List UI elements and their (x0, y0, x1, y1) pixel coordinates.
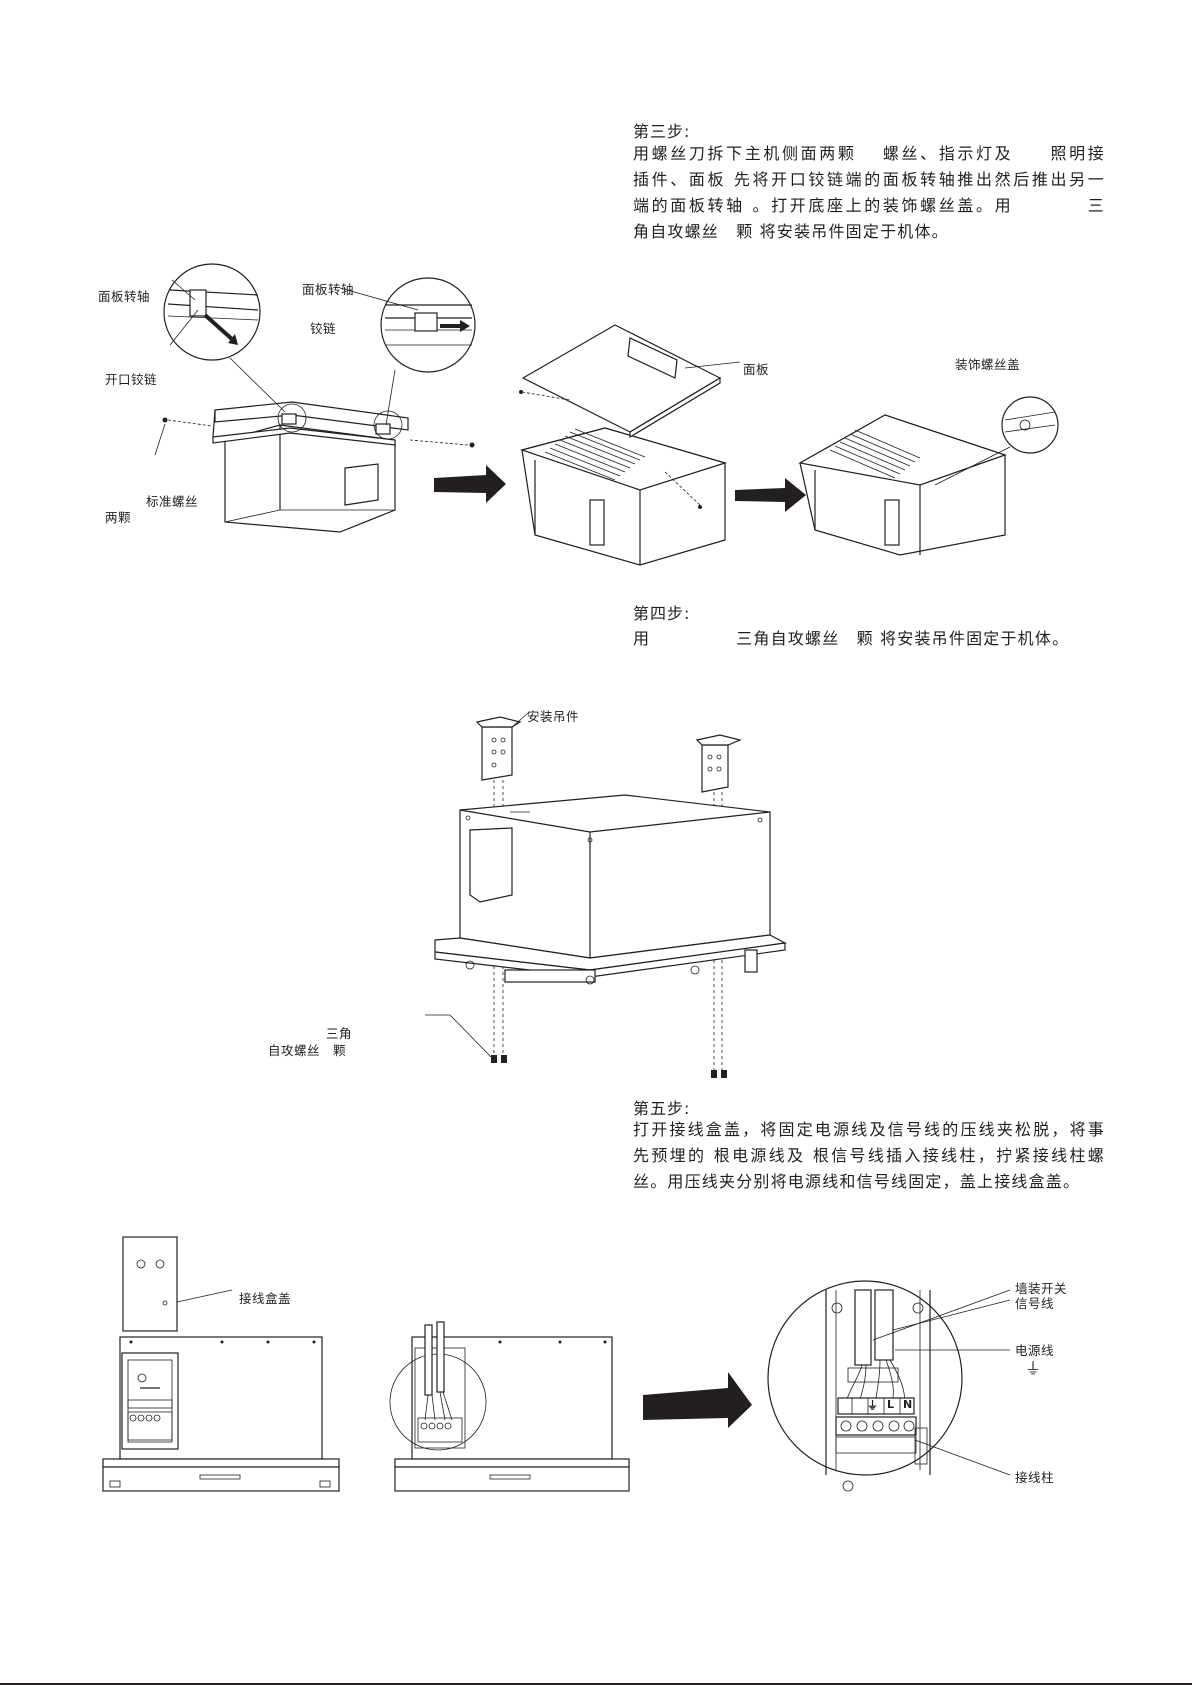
arrow-right-3 (643, 1372, 752, 1428)
unit-panel-removed (519, 324, 728, 566)
label-signal-wire: 信号线 (1015, 1296, 1055, 1311)
step3-line-1: 用螺丝刀拆下主机侧面两颗 螺丝、指示灯及 照明接 (633, 144, 1105, 163)
unit-junction-closed (102, 1336, 340, 1492)
step5-title: 第五步: (633, 1099, 691, 1118)
label-panel: 面板 (743, 362, 770, 377)
label-hinge: 铰链 (310, 321, 337, 336)
label-open-hinge: 开口铰链 (105, 372, 158, 387)
label-terminal: 接线柱 (1015, 1470, 1055, 1485)
junction-box-cover (122, 1236, 233, 1332)
step5-line-2: 先预埋的 根电源线及 根信号线插入接线柱，拧紧接线柱螺 (633, 1146, 1105, 1165)
page-bottom-rule (0, 1683, 1192, 1685)
figure1-disassembly-diagram (154, 263, 1059, 566)
label-wall-switch: 墙装开关 (1015, 1281, 1068, 1296)
step5-line-3: 丝。用压线夹分别将电源线和信号线固定，盖上接线盒盖。 (633, 1172, 1081, 1191)
bracket-left (475, 712, 529, 781)
label-bracket: 安装吊件 (527, 709, 580, 724)
terminal-mark-ground: ⏚ (867, 1399, 879, 1412)
label-standard-screw: 标准螺丝 (146, 494, 199, 509)
step4-title: 第四步: (633, 604, 691, 623)
label-panel-shaft-left: 面板转轴 (98, 289, 151, 304)
label-two-pieces: 两颗 (105, 510, 132, 525)
step3-line-2: 插件、面板 先将开口铰链端的面板转轴推出然后推出另一 (633, 170, 1105, 189)
screws (491, 1055, 727, 1078)
zoom-circle-terminal (767, 1280, 1011, 1492)
unit-body-inverted (434, 794, 787, 985)
label-panel-shaft-right: 面板转轴 (302, 282, 355, 297)
terminal-mark-n: N (903, 1398, 913, 1411)
zoom-circle-hinge (277, 277, 476, 440)
label-power-wire: 电源线 (1015, 1343, 1055, 1358)
bracket-right (695, 734, 742, 793)
terminal-mark-l: L (887, 1398, 895, 1411)
step3-line-3: 端的面板转轴 。打开底座上的装饰螺丝盖。用 三 (633, 196, 1105, 215)
unit-cover-opened (798, 396, 1059, 556)
label-junction-cover: 接线盒盖 (239, 1291, 292, 1306)
step3-body: 用螺丝刀拆下主机侧面两颗 螺丝、指示灯及 照明接 插件、面板 先将开口铰链端的面… (633, 141, 1105, 245)
zoom-circle-open-hinge (163, 263, 286, 413)
ground-icon: ⏚ (1025, 1359, 1042, 1378)
figure2-bracket-install-diagram (425, 712, 787, 1078)
arrow-right-1 (434, 465, 506, 503)
label-self-tapping-screw: 自攻螺丝 颗 (268, 1043, 347, 1058)
label-triangle: 三角 (326, 1026, 353, 1041)
step5-line-1: 打开接线盒盖，将固定电源线及信号线的压线夹松脱，将事 (633, 1120, 1105, 1139)
step5-body: 打开接线盒盖，将固定电源线及信号线的压线夹松脱，将事 先预埋的 根电源线及 根信… (633, 1117, 1105, 1195)
label-decor-screw-cover: 装饰螺丝盖 (955, 357, 1021, 372)
step3-title: 第三步: (633, 122, 691, 141)
unit-junction-open (389, 1321, 630, 1492)
step4-body: 用 三角自攻螺丝 颗 将安装吊件固定于机体。 (633, 629, 1070, 648)
unit-open-panel (154, 401, 475, 533)
arrow-right-2 (735, 478, 806, 512)
step3-line-4: 角自攻螺丝 颗 将安装吊件固定于机体。 (633, 222, 949, 241)
